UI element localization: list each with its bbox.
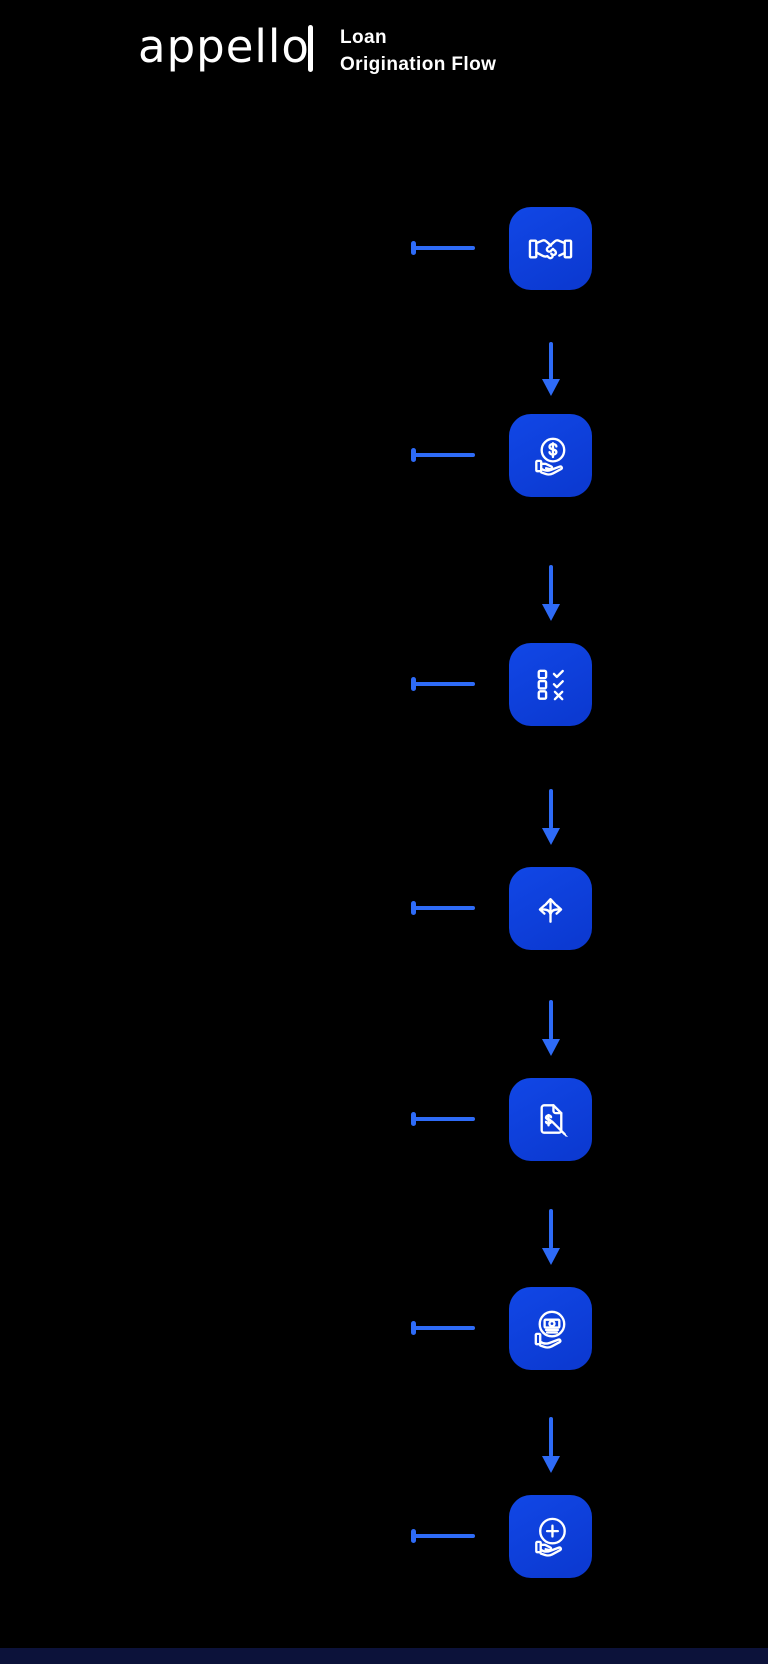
step-3-box	[509, 643, 592, 726]
leader-tick	[411, 677, 416, 691]
leader-line-step6	[411, 1321, 475, 1335]
appello-logo: appello	[138, 20, 310, 73]
step-4-box	[509, 867, 592, 950]
arrow-down-1	[542, 342, 560, 396]
leader-tick	[411, 1112, 416, 1126]
arrow-down-4	[542, 1000, 560, 1056]
arrow-down-3	[542, 789, 560, 845]
leader-tick	[411, 241, 416, 255]
arrow-down-5	[542, 1209, 560, 1265]
step-6-box	[509, 1287, 592, 1370]
hand-dollar-coin-icon	[535, 437, 566, 476]
page-title-line1: Loan	[340, 27, 387, 48]
leader-line-step5	[411, 1112, 475, 1126]
leader-line-step3	[411, 677, 475, 691]
hand-plus-circle-icon	[535, 1517, 566, 1557]
leader-tick	[411, 448, 416, 462]
leader-line-step7	[411, 1529, 475, 1543]
split-arrows-icon	[538, 898, 563, 923]
header-divider	[308, 25, 313, 72]
handshake-icon	[528, 239, 573, 260]
leader-tick	[411, 1529, 416, 1543]
leader-tick	[411, 1321, 416, 1335]
leader-tick	[411, 901, 416, 915]
hand-cash-icon	[534, 1310, 566, 1349]
leader-line-step2	[411, 448, 475, 462]
step-7-box	[509, 1495, 592, 1578]
leader-line-step4	[411, 901, 475, 915]
step-1-box	[509, 207, 592, 290]
page-title-line2: Origination Flow	[340, 54, 497, 75]
page-title: Loan Origination Flow	[340, 24, 496, 78]
checklist-icon	[537, 669, 564, 701]
step-5-box	[509, 1078, 592, 1161]
leader-line-step1	[411, 241, 475, 255]
footer-accent-bar	[0, 1648, 768, 1664]
arrow-down-2	[542, 565, 560, 621]
step-2-box	[509, 414, 592, 497]
arrow-down-6	[542, 1417, 560, 1473]
document-sign-icon	[540, 1104, 569, 1137]
